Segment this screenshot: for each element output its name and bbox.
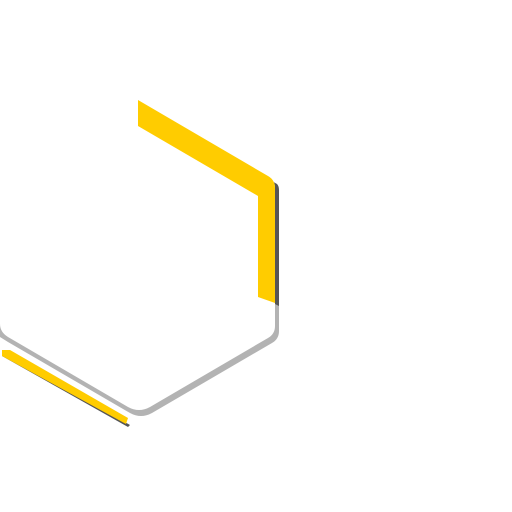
- accent-stripe-bottom-left: [2, 350, 128, 424]
- accent-stripe-top-right: [138, 100, 275, 303]
- hexagon-face: [0, 100, 275, 410]
- accent-shadow-top-right: [270, 180, 279, 306]
